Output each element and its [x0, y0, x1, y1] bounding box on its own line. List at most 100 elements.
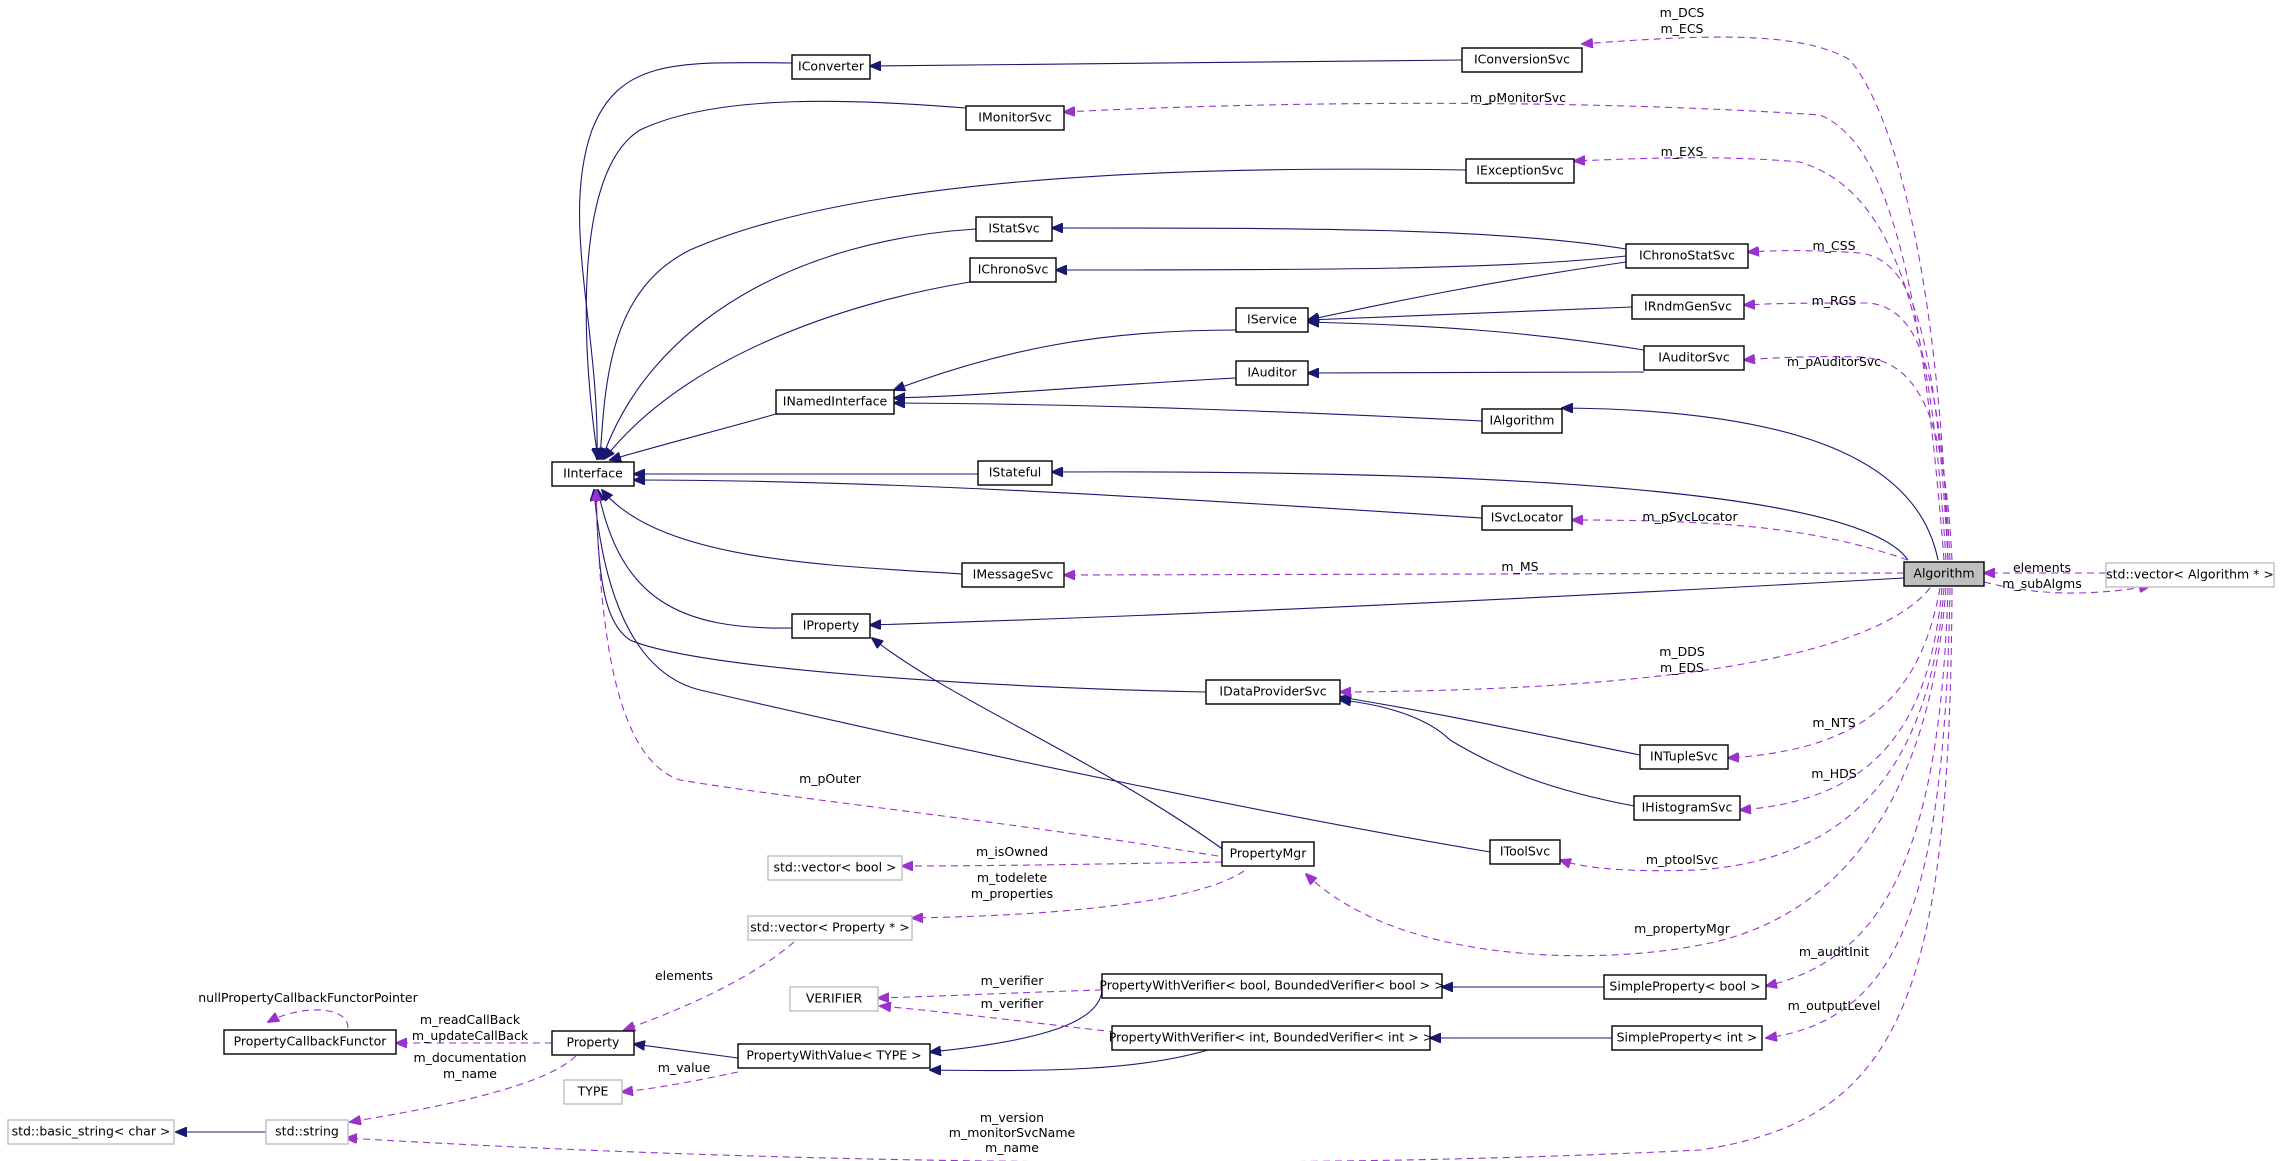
node-pwv-int[interactable]: PropertyWithVerifier< int, BoundedVerifi…: [1109, 1025, 1433, 1051]
svg-text:IConversionSvc: IConversionSvc: [1474, 52, 1570, 67]
edge-ialgorithm-inamedinterface: [894, 403, 1483, 422]
svg-text:PropertyCallbackFunctor: PropertyCallbackFunctor: [234, 1034, 388, 1049]
label-monitor: m_pMonitorSvc: [1470, 90, 1566, 105]
edge-ichronostatsvc-iservice: [1308, 261, 1627, 320]
edge-istatsvc-iinterface: [602, 228, 977, 459]
inheritance-edges: [176, 59, 1939, 1132]
node-simpleproperty-bool[interactable]: SimpleProperty< bool >: [1603, 974, 1767, 1000]
node-iservice[interactable]: IService: [1235, 307, 1309, 333]
node-imessagesvc[interactable]: IMessageSvc: [961, 562, 1065, 588]
svg-text:TYPE: TYPE: [577, 1084, 609, 1099]
node-iproperty[interactable]: IProperty: [791, 613, 871, 639]
svg-text:ISvcLocator: ISvcLocator: [1491, 510, 1564, 525]
label-readcb: m_readCallBack: [420, 1012, 521, 1027]
svg-text:VERIFIER: VERIFIER: [806, 991, 863, 1006]
label-subalgms: m_subAlgms: [2002, 576, 2081, 591]
edge-iconverter-iinterface: [579, 62, 793, 459]
node-iexceptionsvc[interactable]: IExceptionSvc: [1465, 158, 1575, 184]
edge-iproperty-iinterface: [598, 490, 793, 629]
node-ialgorithm[interactable]: IAlgorithm: [1481, 408, 1563, 434]
edge-iservice-inamedinterface: [894, 329, 1237, 390]
node-imonitorsvc[interactable]: IMonitorSvc: [965, 105, 1065, 131]
label-verifier2: m_verifier: [981, 996, 1045, 1011]
node-vector-algorithm[interactable]: std::vector< Algorithm * >: [2105, 562, 2275, 588]
node-propertymgr[interactable]: PropertyMgr: [1221, 841, 1315, 867]
svg-text:PropertyWithValue< TYPE >: PropertyWithValue< TYPE >: [746, 1048, 921, 1063]
node-isvclocator[interactable]: ISvcLocator: [1481, 505, 1573, 531]
node-type[interactable]: TYPE: [563, 1079, 623, 1105]
svg-text:INTupleSvc: INTupleSvc: [1650, 749, 1718, 764]
node-vector-property[interactable]: std::vector< Property * >: [747, 915, 913, 941]
label-name2: m_name: [985, 1140, 1039, 1155]
label-ptoolsvc: m_ptoolSvc: [1646, 852, 1718, 867]
node-pwv-bool[interactable]: PropertyWithVerifier< bool, BoundedVerif…: [1099, 973, 1445, 999]
label-auditor: m_pAuditorSvc: [1787, 354, 1881, 369]
edge-version-monitorsvcname-name: [346, 587, 1953, 1161]
edge-pauditorsvc: [1744, 357, 1953, 561]
edge-nullcb-loop: [268, 1009, 349, 1029]
node-inamedinterface[interactable]: INamedInterface: [775, 389, 895, 415]
edge-hds: [1740, 587, 1943, 810]
svg-text:IMessageSvc: IMessageSvc: [973, 567, 1054, 582]
svg-text:IAlgorithm: IAlgorithm: [1490, 413, 1555, 428]
node-algorithm[interactable]: Algorithm: [1903, 561, 1985, 587]
node-ichronostatsvc[interactable]: IChronoStatSvc: [1625, 243, 1749, 269]
svg-text:std::vector< bool >: std::vector< bool >: [773, 860, 896, 875]
label-updatecb: m_updateCallBack: [412, 1028, 529, 1043]
node-propertycallbackfunctor[interactable]: PropertyCallbackFunctor: [223, 1029, 397, 1055]
svg-text:IHistogramSvc: IHistogramSvc: [1642, 800, 1733, 815]
node-simpleproperty-int[interactable]: SimpleProperty< int >: [1611, 1025, 1763, 1051]
node-iauditor[interactable]: IAuditor: [1235, 360, 1309, 386]
edge-algorithm-ialgorithm: [1562, 408, 1939, 561]
edge-verifier1: [878, 989, 1103, 998]
node-basic-string[interactable]: std::basic_string< char >: [7, 1119, 175, 1145]
label-nullcb: nullPropertyCallbackFunctorPointer: [198, 990, 418, 1005]
usage-edges: [268, 36, 2150, 1161]
label-pouter: m_pOuter: [799, 771, 862, 786]
node-iconversionsvc[interactable]: IConversionSvc: [1461, 47, 1583, 73]
svg-text:IChronoStatSvc: IChronoStatSvc: [1639, 248, 1735, 263]
node-intuplesvc[interactable]: INTupleSvc: [1639, 744, 1729, 770]
label-nts: m_NTS: [1812, 715, 1855, 730]
edge-iconversionsvc-iconverter: [870, 59, 1463, 66]
svg-text:PropertyWithVerifier< bool, Bo: PropertyWithVerifier< bool, BoundedVerif…: [1099, 978, 1444, 993]
label-css: m_CSS: [1812, 238, 1855, 253]
svg-text:IInterface: IInterface: [563, 466, 623, 481]
node-istateful[interactable]: IStateful: [977, 460, 1053, 486]
label-outputlevel: m_outputLevel: [1788, 998, 1881, 1013]
label-isowned: m_isOwned: [976, 844, 1048, 859]
label-verifier1: m_verifier: [981, 973, 1045, 988]
node-ihistogramsvc[interactable]: IHistogramSvc: [1633, 795, 1741, 821]
svg-text:std::vector< Algorithm * >: std::vector< Algorithm * >: [2106, 567, 2274, 582]
node-idataprovidersvc[interactable]: IDataProviderSvc: [1205, 679, 1341, 705]
edge-algorithm-iproperty: [870, 577, 1905, 625]
label-svclocator: m_pSvcLocator: [1642, 509, 1738, 524]
edge-dcs-ecs: [1582, 36, 1949, 561]
node-iinterface[interactable]: IInterface: [551, 461, 635, 487]
node-itoolsvc[interactable]: IToolSvc: [1489, 839, 1561, 865]
svg-text:IProperty: IProperty: [803, 618, 860, 633]
node-istatsvc[interactable]: IStatSvc: [975, 216, 1053, 242]
node-vector-bool[interactable]: std::vector< bool >: [767, 855, 903, 881]
label-value: m_value: [658, 1060, 711, 1075]
svg-text:Property: Property: [567, 1035, 620, 1050]
edge-rgs: [1744, 303, 1951, 561]
label-hds: m_HDS: [1811, 766, 1856, 781]
edge-ms: [1064, 573, 1905, 575]
node-iauditorsvc[interactable]: IAuditorSvc: [1643, 345, 1745, 371]
node-iconverter[interactable]: IConverter: [791, 54, 871, 80]
svg-text:std::string: std::string: [275, 1124, 339, 1139]
node-property[interactable]: Property: [551, 1030, 635, 1056]
svg-text:std::basic_string< char >: std::basic_string< char >: [12, 1124, 171, 1139]
label-auditinit: m_auditInit: [1799, 944, 1869, 959]
node-verifier[interactable]: VERIFIER: [789, 986, 879, 1012]
svg-text:IAuditor: IAuditor: [1247, 365, 1297, 380]
edge-iauditorsvc-iauditor: [1308, 372, 1645, 373]
edge-verifier2: [880, 1006, 1117, 1033]
node-irndmgensvc[interactable]: IRndmGenSvc: [1631, 294, 1745, 320]
node-ichronosvc[interactable]: IChronoSvc: [969, 257, 1057, 283]
node-std-string[interactable]: std::string: [265, 1119, 349, 1145]
node-propertywithvalue[interactable]: PropertyWithValue< TYPE >: [737, 1043, 931, 1069]
edge-value: [622, 1071, 739, 1092]
label-todelete: m_todelete: [977, 870, 1048, 885]
